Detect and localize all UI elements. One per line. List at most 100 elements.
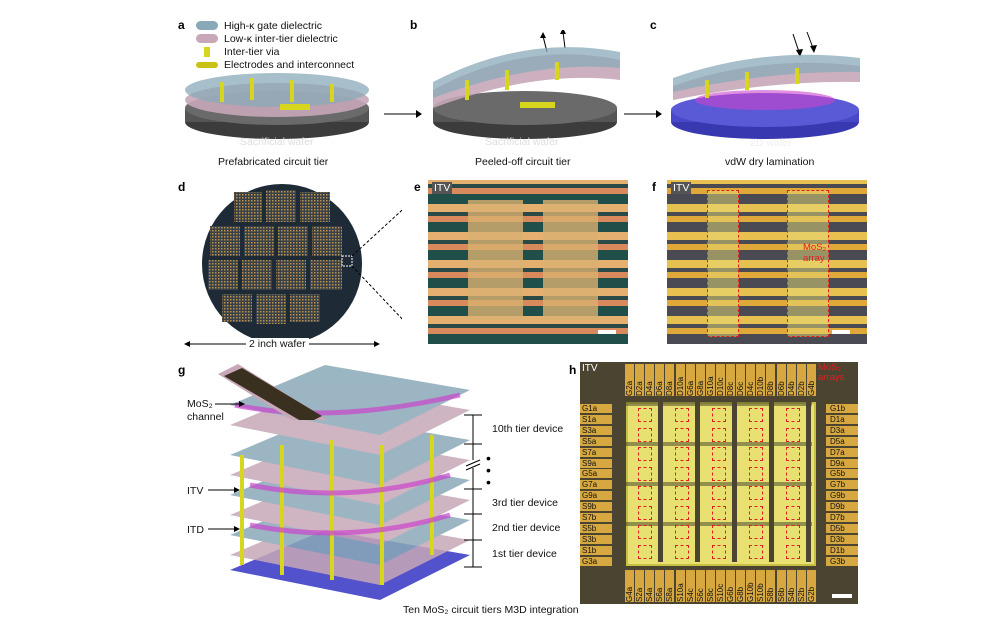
- caption-b: Peeled-off circuit tier: [475, 156, 571, 168]
- mos2-array-box: [638, 486, 652, 500]
- pad-label-bottom: S10b: [756, 570, 766, 602]
- mos2-array-box: [786, 486, 800, 500]
- pad-label-bottom: S8a: [665, 570, 675, 602]
- tier-label-2: 2nd tier device: [492, 522, 561, 534]
- pad-label-right: G3b: [826, 556, 858, 566]
- mos2-array-box: [749, 466, 763, 481]
- legend-high-k: High-κ gate dielectric: [196, 19, 322, 32]
- pad-label-right: G9b: [826, 491, 858, 501]
- mos2-array-box: [638, 427, 652, 442]
- micrograph-f: ITV MoS₂ array: [667, 180, 867, 344]
- mos2-array-box: [786, 525, 800, 539]
- pad-label-top: D8c: [726, 364, 735, 396]
- panel-label-a: a: [178, 18, 185, 32]
- mos2-array-box: [712, 505, 726, 520]
- pad-label-right: D9a: [826, 458, 858, 468]
- peeling-tier-illustration: [218, 364, 328, 420]
- arrow-right-icon: [624, 110, 662, 118]
- pad-label-top: G2a: [625, 364, 634, 396]
- legend-low-k: Low-κ inter-tier dielectric: [196, 32, 338, 45]
- pad-label-bottom: S6c: [695, 570, 705, 602]
- arrow-icon: [208, 526, 240, 532]
- lamination-illustration: [671, 31, 860, 139]
- 2d-wafer-label: 2D wafer: [750, 137, 793, 149]
- mos2-array-box: [712, 544, 726, 559]
- pad-label-bottom: S4b: [786, 570, 796, 602]
- pad-label-right: D9b: [826, 502, 858, 512]
- itd-label: ITD: [187, 524, 204, 536]
- panel-label-f: f: [652, 180, 656, 194]
- pad-label-left: G3a: [580, 556, 612, 566]
- mos2-array-box: [749, 544, 763, 559]
- pad-label-left: S1b: [580, 545, 612, 555]
- arrow-icon: [215, 401, 245, 407]
- mos2-array-box: [712, 525, 726, 539]
- pad-label-right: D5b: [826, 523, 858, 533]
- mos2-array-box: [749, 408, 763, 422]
- mos2-array-box: [638, 505, 652, 520]
- mos2-array-box: [675, 408, 689, 422]
- mos2-array-box: [749, 505, 763, 520]
- pad-label-top: D10b: [756, 364, 766, 396]
- pad-label-right: G5b: [826, 469, 858, 479]
- pad-label-bottom: S10a: [675, 570, 685, 602]
- pad-label-left: G7a: [580, 480, 612, 490]
- mos2-array-box: [749, 447, 763, 461]
- pad-label-right: D3a: [826, 425, 858, 435]
- tier-label-10: 10th tier device: [492, 423, 564, 435]
- ellipsis-dots: •••: [486, 450, 491, 490]
- mos2-array-box: [712, 466, 726, 481]
- legend-label: Electrodes and interconnect: [224, 58, 355, 71]
- pad-label-right: D1b: [826, 545, 858, 555]
- pad-label-top: D4a: [645, 364, 655, 396]
- pad-label-bottom: S2b: [796, 570, 806, 602]
- panel-label-h: h: [569, 363, 577, 377]
- sacrificial-wafer-label: Sacrificial wafer: [240, 136, 314, 148]
- itv-label: ITV: [187, 485, 204, 497]
- pad-label-bottom: G6b: [726, 570, 735, 602]
- pad-label-bottom: S4a: [645, 570, 655, 602]
- mos2-array-label: MoS₂ array: [803, 242, 827, 264]
- mos2-array-box: [675, 427, 689, 442]
- pad-label-top: D10a: [675, 364, 685, 396]
- mos2-array-box: [638, 466, 652, 481]
- pad-label-bottom: S6a: [655, 570, 665, 602]
- legend-label: Low-κ inter-tier dielectric: [224, 32, 338, 45]
- pad-label-left: S7b: [580, 513, 612, 522]
- stack-illustration: [230, 365, 470, 600]
- pad-label-bottom: S2a: [635, 570, 645, 602]
- mos2-array-box: [786, 447, 800, 461]
- pad-label-left: S3b: [580, 534, 612, 544]
- peeled-tier-illustration: [433, 30, 620, 139]
- sacrificial-wafer-label: Sacrificial wafer: [485, 136, 559, 148]
- scale-bar: [832, 330, 850, 334]
- pad-label-top: D4b: [786, 364, 796, 396]
- wafer-photo: [184, 184, 402, 347]
- panel-label-e: e: [414, 180, 421, 194]
- via-swatch-icon: [196, 47, 218, 57]
- mos2-array-box: [712, 427, 726, 442]
- pad-label-bottom: S4c: [685, 570, 695, 602]
- mos2-array-box: [675, 525, 689, 539]
- low-k-swatch-icon: [196, 34, 218, 43]
- itv-label: ITV: [432, 182, 453, 194]
- itv-label: ITV: [582, 363, 598, 374]
- pad-label-right: G1b: [826, 404, 858, 413]
- mos2-array-box: [638, 544, 652, 559]
- mos2-array-box: [675, 447, 689, 461]
- pad-label-bottom: G8b: [736, 570, 746, 602]
- pad-label-top: G8a: [695, 364, 705, 396]
- mos2-array-box: [749, 486, 763, 500]
- electrode-swatch-icon: [196, 61, 218, 68]
- caption-g: Ten MoS₂ circuit tiers M3D integration: [403, 604, 579, 616]
- mos2-array-box: [675, 505, 689, 520]
- mos2-array-box: [712, 486, 726, 500]
- mos2-array-box: [675, 544, 689, 559]
- mos2-array-box: [786, 505, 800, 520]
- pad-label-bottom: S10c: [715, 570, 725, 602]
- mos2-arrays-label: MoS₂ arrays: [818, 362, 845, 383]
- pad-label-top: D4c: [746, 364, 756, 396]
- pad-label-left: G5a: [580, 469, 612, 479]
